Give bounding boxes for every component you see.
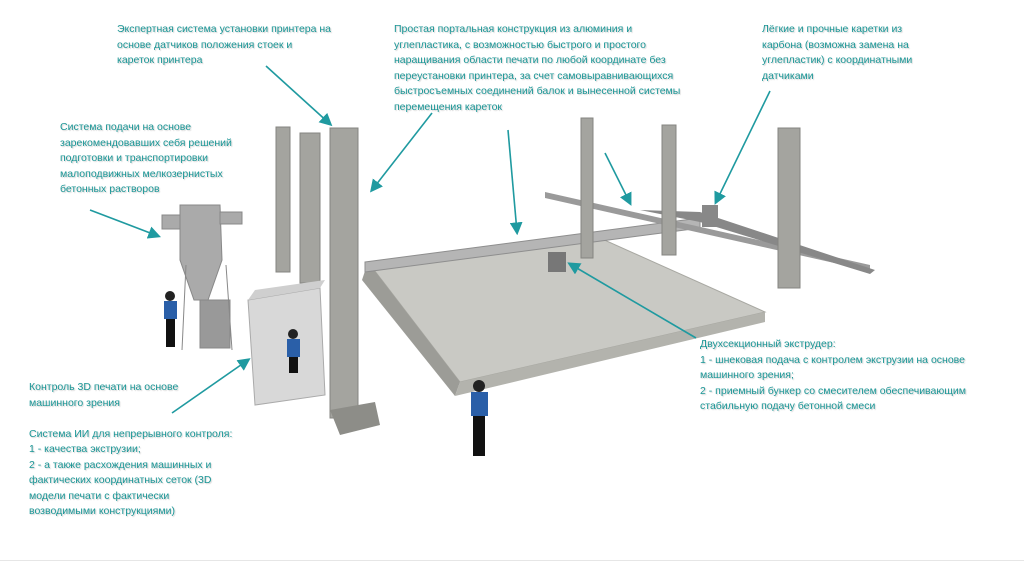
annotation-vision-control: Контроль 3D печати на основе машинного з… (29, 381, 233, 517)
annotation-expert-system: Экспертная система установки принтера на… (117, 23, 332, 66)
carriage (702, 205, 718, 227)
annotation-arrows (89, 65, 771, 414)
annotation-carriages: Лёгкие и прочные каретки из карбона (воз… (762, 23, 913, 82)
control-booth (247, 287, 326, 406)
extruder (548, 252, 566, 272)
annotation-gantry: Простая портальная конструкция из алюмин… (394, 23, 681, 113)
annotation-extruder: Двухсекционный экструдер: 1 - шнековая п… (700, 338, 966, 412)
gantry-columns (275, 117, 801, 419)
slide-bottom-border (0, 560, 1024, 561)
worker-figures (164, 291, 488, 456)
feed-system (161, 204, 243, 351)
annotation-feed-system: Система подачи на основе зарекомендовавш… (60, 121, 232, 195)
